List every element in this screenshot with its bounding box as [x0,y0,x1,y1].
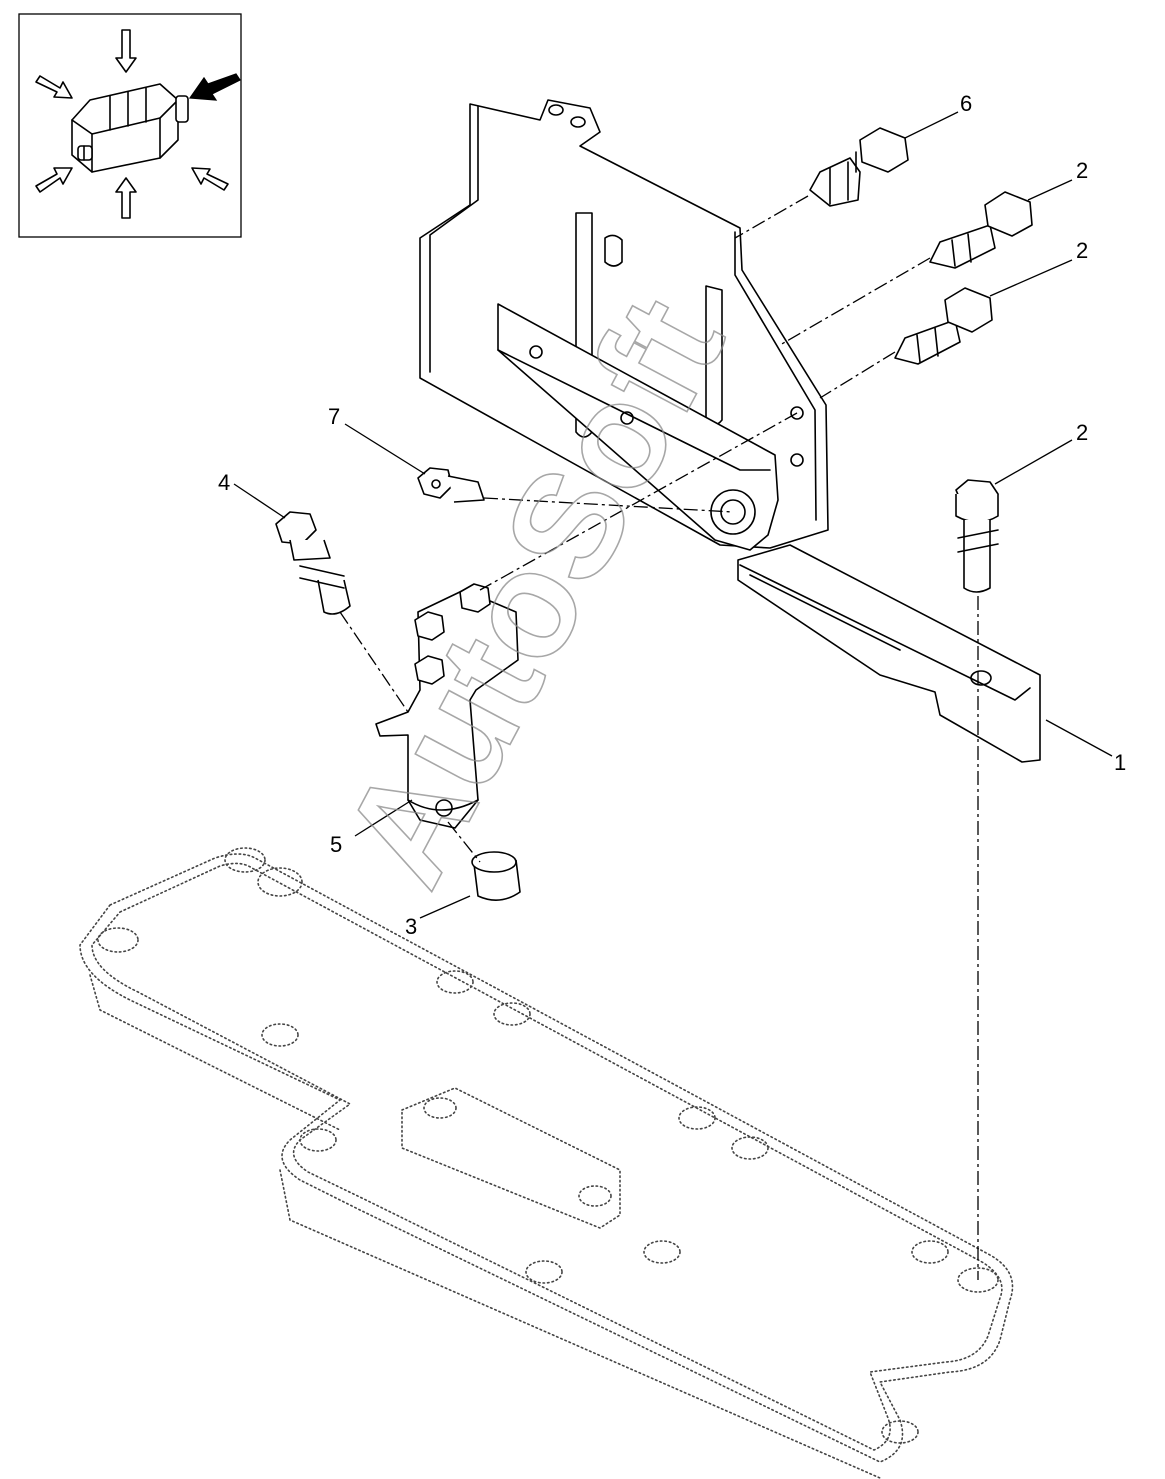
callout-5: 5 [330,832,342,857]
small-bracket-5 [375,583,519,829]
engine-cover-outline [79,847,1014,1479]
inset-detail [18,13,242,238]
callout-labels: 6 2 2 2 1 3 4 5 7 [218,91,1126,939]
inset-arrows [35,29,241,219]
bushing-3 [471,851,521,901]
bolt-6 [809,127,909,207]
callout-6: 6 [960,91,972,116]
callout-3: 3 [405,914,417,939]
bracket-crossbar [497,303,779,551]
inset-hex-nut [71,83,189,173]
bolt-2-vertical [955,479,999,593]
assembly-lines [339,195,979,1280]
callout-leaders [233,111,1113,919]
callout-1: 1 [1114,750,1126,775]
callout-2-vertical: 2 [1076,420,1088,445]
nut-7 [417,467,485,503]
callout-7: 7 [328,404,340,429]
bolt-4 [275,511,351,615]
bracket-flange [737,544,1041,763]
bolt-2-middle [894,287,993,365]
bolt-2-upper [929,191,1033,269]
callout-2-middle: 2 [1076,238,1088,263]
callout-2-upper: 2 [1076,158,1088,183]
callout-4: 4 [218,470,230,495]
